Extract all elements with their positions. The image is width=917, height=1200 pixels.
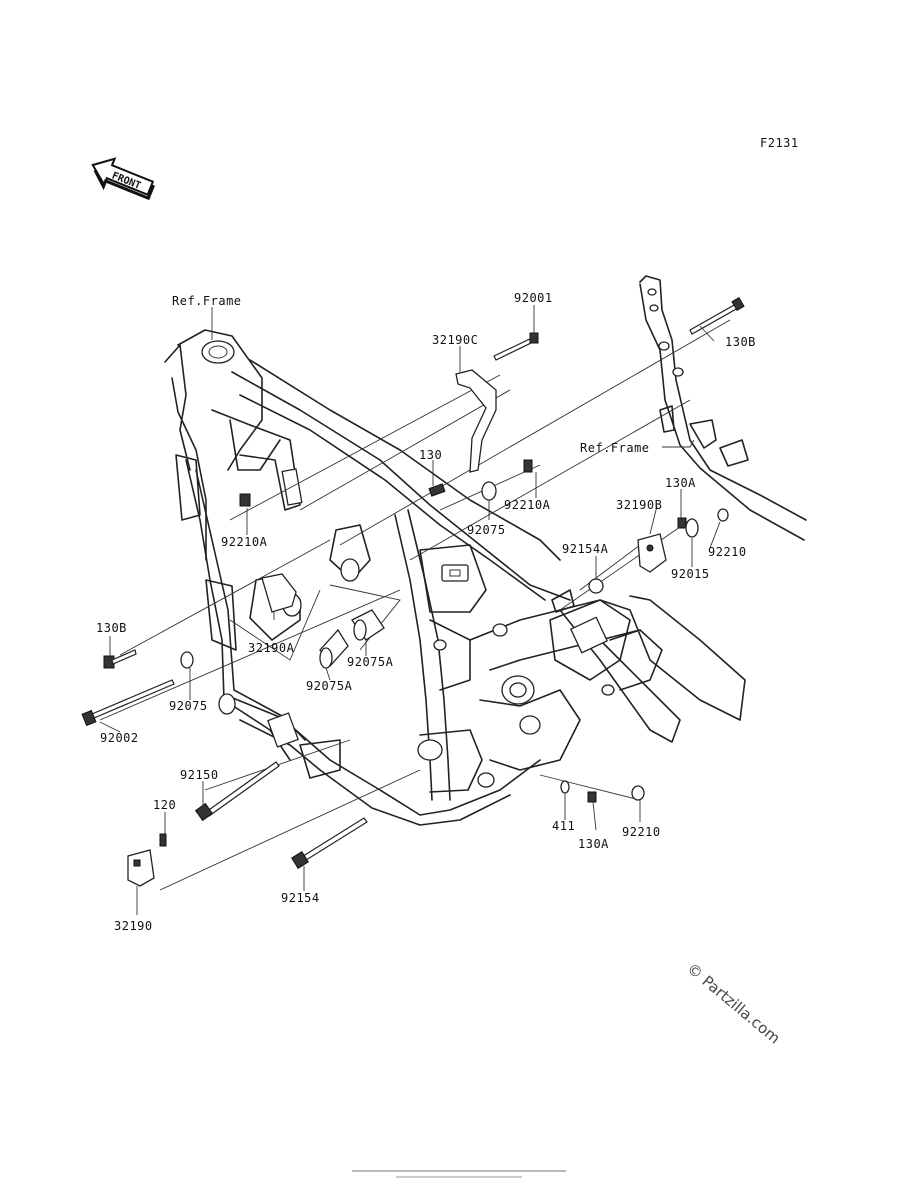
label-130A-top: 130A [665,476,696,490]
bracket-32190C [455,369,497,473]
label-92154A: 92154A [562,542,609,556]
washer-92075-left [180,651,194,669]
footer-copyright [352,1170,566,1178]
label-92210A-mid: 92210A [504,498,551,512]
label-92002: 92002 [100,731,139,745]
label-92154: 92154 [281,891,320,905]
main-frame [164,329,746,826]
label-92075-left: 92075 [169,699,208,713]
damper-92075A-right [351,609,385,641]
label-92210-right: 92210 [708,545,747,559]
washer-92015 [685,518,699,538]
label-92210A-left: 92210A [221,535,268,549]
collar-92154A [551,578,604,613]
bolt-130 [428,483,446,497]
label-130: 130 [419,448,442,462]
bracket-32190A [261,573,297,613]
bolt-130A-top [677,517,687,529]
bolt-130A-bottom [587,791,597,803]
label-ref-frame-left: Ref.Frame [172,294,242,308]
damper-92075A-left [319,628,349,669]
label-92075A-left: 92075A [306,679,353,693]
label-92001: 92001 [514,291,553,305]
figure-code: F2131 [760,136,799,150]
bolt-120 [159,833,167,847]
bolt-92150 [194,761,280,822]
nut-92210-right [717,508,729,522]
label-130B-left: 130B [96,621,127,635]
bracket-32190B [637,533,667,573]
label-ref-frame-right: Ref.Frame [580,441,650,455]
bracket-32190 [127,849,155,887]
assembly-guide-lines [99,319,731,891]
bolt-92154 [291,817,368,869]
label-120: 120 [153,798,176,812]
nut-92210-bottom [631,785,645,801]
part-labels: Ref.Frame 92001 32190C 130B Ref.Frame 13… [96,291,756,933]
label-411: 411 [552,819,575,833]
bolt-92001 [493,332,539,361]
label-92075-mid: 92075 [467,523,506,537]
label-92210-bottom: 92210 [622,825,661,839]
washer-411 [560,780,570,794]
label-32190A: 32190A [248,641,295,655]
bolt-130B-left [103,649,137,669]
rear-frame-rail [639,275,807,541]
label-130B-top: 130B [725,335,756,349]
washer-92075-mid [481,481,497,501]
label-92015: 92015 [671,567,710,581]
partzilla-watermark: © Partzilla.com [683,959,783,1047]
bolt-92002 [81,679,175,727]
label-92075A-right: 92075A [347,655,394,669]
nut-92210A-mid [523,459,533,473]
label-32190: 32190 [114,919,153,933]
front-arrow-icon: FRONT [91,157,155,201]
nut-92210A-left [239,493,251,507]
label-leaders [99,305,721,915]
label-32190C: 32190C [432,333,478,347]
label-130A-bottom: 130A [578,837,609,851]
label-32190B: 32190B [616,498,662,512]
bolt-130B-top [689,296,745,335]
label-92150: 92150 [180,768,219,782]
